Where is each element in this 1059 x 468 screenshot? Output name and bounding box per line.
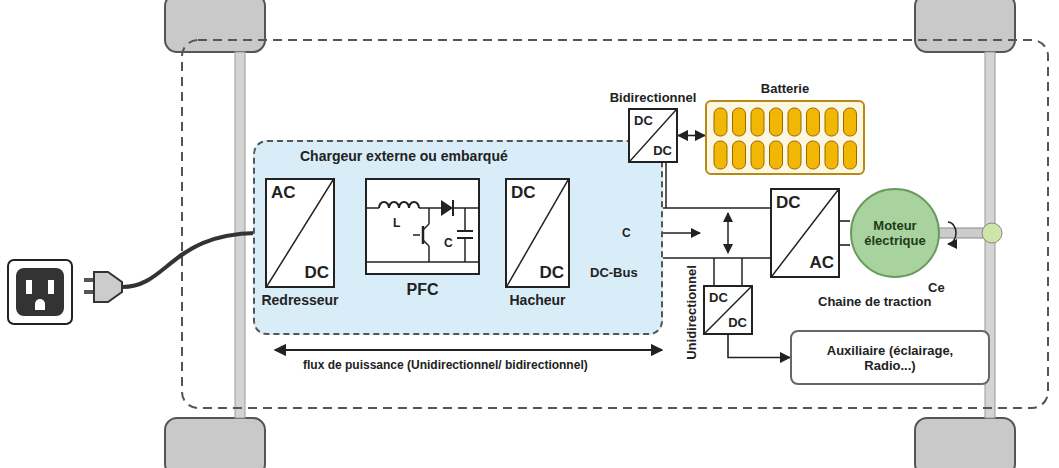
component-label: L [393, 216, 400, 230]
converter-box: DCDCHacheur [505, 178, 570, 288]
converter-caption: PFC [407, 281, 439, 299]
battery-cell [825, 141, 838, 169]
torque-arrow [948, 222, 956, 244]
wheel [915, 0, 1015, 52]
bus-wire [665, 163, 667, 208]
battery-cell [733, 108, 746, 136]
motor-label: Moteur électrique [860, 218, 930, 248]
converter-input: DC [634, 113, 653, 128]
auxiliary-box: Auxiliaire (éclairage, Radio...) [790, 330, 990, 385]
battery-cell [844, 108, 857, 136]
dcdc-converter: BidirectionnelDCDC [628, 108, 678, 163]
charger-region: Chargeur externe ou embarquéAC DC Redresse… [253, 140, 663, 335]
converter-input: DC [709, 290, 728, 305]
component-label: C [444, 236, 453, 250]
bus-label: DC-Bus [590, 265, 638, 280]
bus-wire [713, 258, 715, 285]
converter-input: DC [776, 193, 801, 213]
wheel [165, 0, 265, 52]
diagonal-line [705, 287, 751, 333]
converter-output: DC [653, 143, 672, 158]
wire [367, 207, 379, 209]
bus-wire [741, 258, 743, 285]
battery-cell [733, 141, 746, 169]
diagonal-line [772, 190, 838, 276]
wire [419, 207, 441, 209]
converter-caption: Hacheur [509, 292, 565, 308]
battery-cell [825, 108, 838, 136]
battery-cell [807, 141, 820, 169]
plug [94, 272, 122, 302]
wire [464, 238, 466, 262]
converter-heading: Unidirectionnel [684, 258, 699, 368]
shaft-hub [982, 223, 1002, 243]
converter-box: ACDCRedresseur [265, 178, 335, 288]
converter-heading: Bidirectionnel [610, 90, 697, 105]
connector [678, 135, 705, 136]
wire [464, 208, 466, 231]
converter-output: DC [728, 315, 747, 330]
auxiliary-label: Auxiliaire (éclairage, Radio...) [802, 343, 978, 373]
motor-shaft [938, 228, 988, 238]
converter-input: DC [511, 183, 536, 203]
flow-arrow [727, 213, 729, 253]
region-heading: Chargeur externe ou embarqué [300, 148, 508, 164]
boost-circuit [367, 180, 478, 273]
battery-cell [751, 108, 764, 136]
battery-cell [788, 108, 801, 136]
battery-cell [788, 141, 801, 169]
wall-socket [8, 260, 72, 324]
battery-pack: Batterie [705, 100, 865, 175]
converter-input: AC [271, 183, 296, 203]
converter-output: DC [304, 263, 329, 283]
converter-caption: Redresseur [261, 292, 338, 308]
battery-cell [770, 141, 783, 169]
pfc-circuit: LCPFC [365, 178, 480, 275]
wire [367, 261, 478, 263]
connector [840, 221, 850, 245]
converter-output: DC [539, 263, 564, 283]
capacitor-label: C [622, 226, 631, 240]
battery-cell [714, 108, 727, 136]
wall-socket [16, 268, 64, 316]
section-label: Chaine de traction [818, 294, 931, 309]
wheel [915, 418, 1015, 468]
battery-cell [844, 141, 857, 169]
chassis-outline [182, 40, 1048, 408]
battery-label: Batterie [761, 81, 809, 96]
flow-label: flux de puissance (Unidirectionnel/ bidi… [300, 358, 591, 372]
dcdc-converter: UnidirectionnelDCDC [703, 285, 753, 335]
diagonal-line [630, 110, 676, 161]
inductor-symbol [379, 202, 419, 208]
connector-line [840, 244, 850, 246]
cable [122, 233, 267, 287]
battery-cells [707, 102, 863, 173]
wheel [165, 418, 265, 468]
torque-label: Ce [928, 280, 945, 295]
connector-line [840, 220, 850, 222]
battery-cell [807, 108, 820, 136]
transistor-symbol [423, 240, 429, 246]
flow-arrow [275, 349, 662, 351]
capacitor-symbol [457, 230, 473, 232]
connector [728, 335, 790, 358]
connector-line [728, 335, 790, 358]
battery-cell [714, 141, 727, 169]
gate-wire [413, 234, 420, 236]
diode-symbol [441, 200, 453, 216]
diagonal-line [267, 180, 333, 286]
diagonal-line [507, 180, 568, 286]
battery-cell [770, 108, 783, 136]
wire [428, 246, 430, 262]
connector-line [678, 135, 705, 137]
converter-output: AC [809, 253, 834, 273]
motor-circle: Moteur électrique [850, 188, 940, 278]
converter-box: DC AC [770, 188, 840, 278]
battery-cell [751, 141, 764, 169]
wire [428, 208, 430, 224]
